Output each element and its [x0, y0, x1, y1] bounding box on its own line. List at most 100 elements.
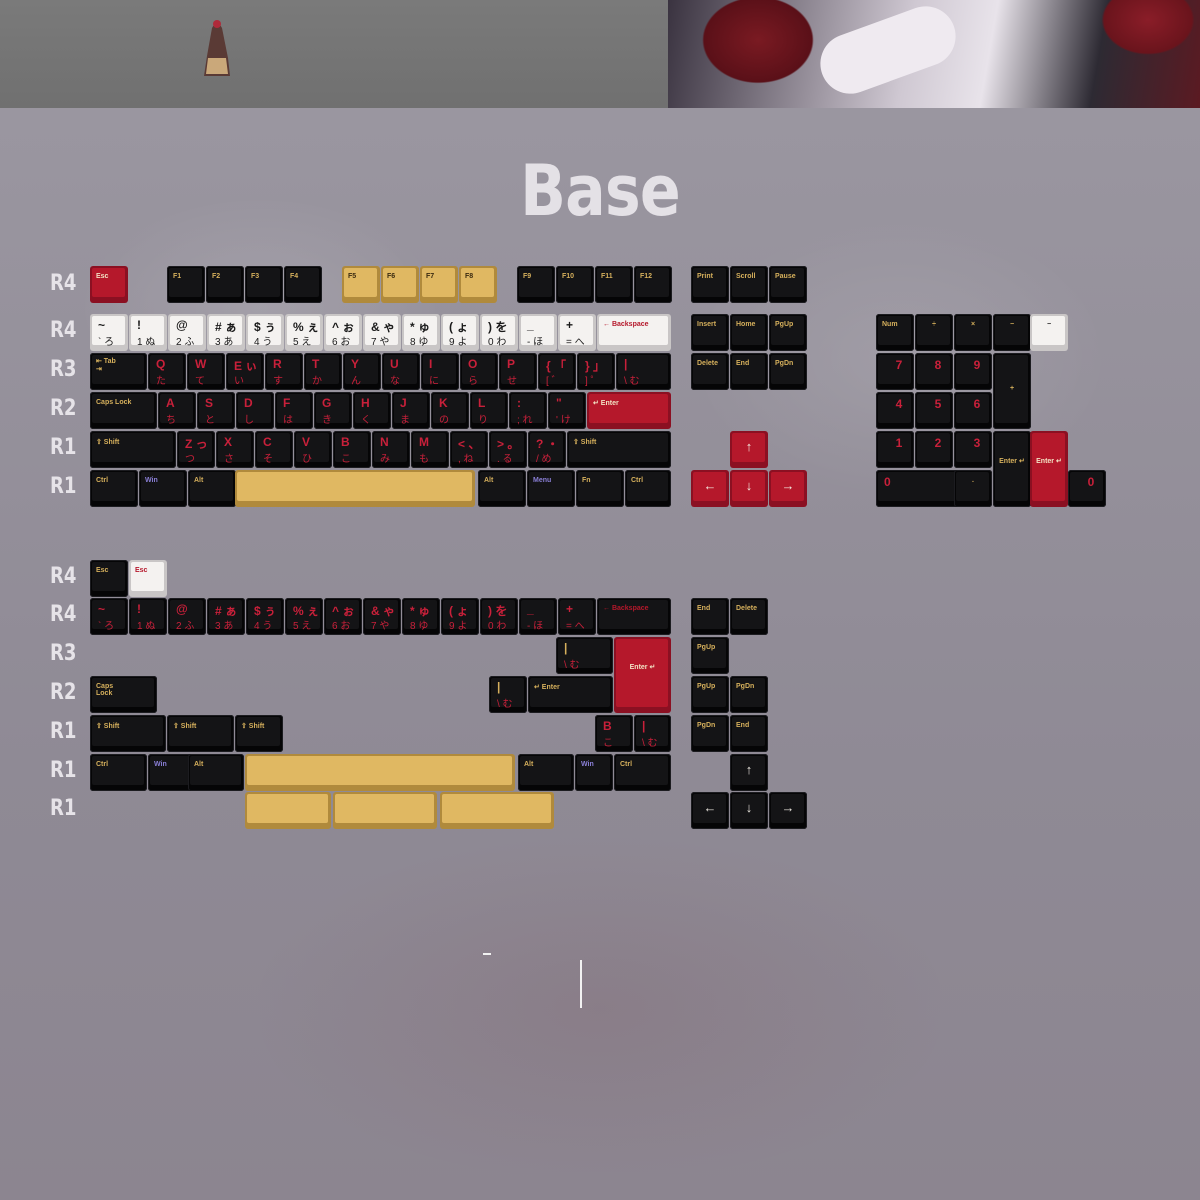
keycap[interactable]: ←	[691, 470, 729, 507]
keycap[interactable]: "' け	[548, 392, 586, 429]
keycap[interactable]: Alt	[188, 754, 244, 791]
keycap[interactable]	[245, 754, 515, 791]
keycap[interactable]: Esc	[90, 560, 128, 597]
keycap[interactable]: ? ・/ め	[528, 431, 566, 468]
keycap[interactable]: End	[691, 598, 729, 635]
keycap[interactable]: PgUp	[691, 637, 729, 674]
keycap[interactable]: ↑	[730, 431, 768, 468]
keycap[interactable]	[245, 792, 331, 829]
keycap[interactable]: Insert	[691, 314, 729, 351]
keycap[interactable]: Enter ↵	[993, 431, 1031, 507]
keycap[interactable]: PgUp	[691, 676, 729, 713]
keycap[interactable]: 3	[954, 431, 992, 468]
keycap[interactable]: ×	[954, 314, 992, 351]
keycap[interactable]: 6	[954, 392, 992, 429]
keycap[interactable]: End	[730, 715, 768, 752]
keycap[interactable]: :; れ	[509, 392, 547, 429]
keycap[interactable]: ~` ろ	[90, 314, 128, 351]
keycap[interactable]: .	[954, 470, 992, 507]
keycap[interactable]: |\ む	[634, 715, 671, 752]
keycap[interactable]: 4	[876, 392, 914, 429]
keycap[interactable]: 8	[915, 353, 953, 390]
keycap[interactable]: ↵ Enter	[587, 392, 671, 429]
keycap[interactable]: Scroll	[730, 266, 768, 303]
keycap[interactable]: ⇧ Shift	[167, 715, 234, 752]
keycap[interactable]: Delete	[730, 598, 768, 635]
keycap[interactable]: →	[769, 792, 807, 829]
keycap[interactable]: 0	[1068, 470, 1106, 507]
keycap[interactable]: ↵ Enter	[528, 676, 613, 713]
keycap[interactable]: −	[993, 314, 1031, 351]
keycap[interactable]: ↑	[730, 754, 768, 791]
keycap[interactable]: →	[769, 470, 807, 507]
keycap[interactable]: Ctrl	[90, 754, 147, 791]
keycap[interactable]: PgDn	[691, 715, 729, 752]
keycap[interactable]: |\ む	[489, 676, 527, 713]
keycap[interactable]: ← Backspace	[597, 598, 671, 635]
keycap[interactable]: Enter ↵	[1030, 431, 1068, 507]
keycap[interactable]: Pause	[769, 266, 807, 303]
keycap[interactable]: } 」] ゜	[577, 353, 615, 390]
keycap[interactable]: F5	[342, 266, 380, 303]
keycap[interactable]: Esc	[129, 560, 167, 597]
keycap[interactable]: F10	[556, 266, 594, 303]
keycap[interactable]: Alt	[518, 754, 574, 791]
keycap[interactable]: ⇧ Shift	[235, 715, 283, 752]
keycap[interactable]: F9	[517, 266, 555, 303]
keycap[interactable]: ÷	[915, 314, 953, 351]
keycap[interactable]: 5	[915, 392, 953, 429]
keycap[interactable]: ⇧ Shift	[567, 431, 671, 468]
keycap[interactable]: PgDn	[730, 676, 768, 713]
keycap[interactable]: _- ほ	[519, 314, 557, 351]
keycap[interactable]: 9	[954, 353, 992, 390]
keycap[interactable]: Z っつ	[177, 431, 215, 468]
keycap[interactable]	[235, 470, 475, 507]
keycap[interactable]: ↓	[730, 792, 768, 829]
keycap[interactable]: End	[730, 353, 768, 390]
keycap[interactable]: Caps Lock	[90, 392, 157, 429]
keycap[interactable]: Ctrl	[625, 470, 671, 507]
keycap[interactable]: Fn	[576, 470, 624, 507]
keycap[interactable]: { 「[ ゛	[538, 353, 576, 390]
keycap[interactable]	[440, 792, 554, 829]
keycap[interactable]	[333, 792, 437, 829]
keycap[interactable]: Ctrl	[90, 470, 138, 507]
keycap[interactable]: 1	[876, 431, 914, 468]
keycap[interactable]: ↓	[730, 470, 768, 507]
keycap[interactable]: +	[993, 353, 1031, 429]
keycap[interactable]: Caps Lock	[90, 676, 157, 713]
keycap[interactable]: F3	[245, 266, 283, 303]
keycap[interactable]: Num	[876, 314, 914, 351]
keycap[interactable]: Delete	[691, 353, 729, 390]
keycap[interactable]: Win	[139, 470, 187, 507]
keycap[interactable]: Win	[148, 754, 196, 791]
keycap[interactable]: @2 ふ	[168, 314, 206, 351]
keycap[interactable]: Home	[730, 314, 768, 351]
keycap[interactable]: F7	[420, 266, 458, 303]
